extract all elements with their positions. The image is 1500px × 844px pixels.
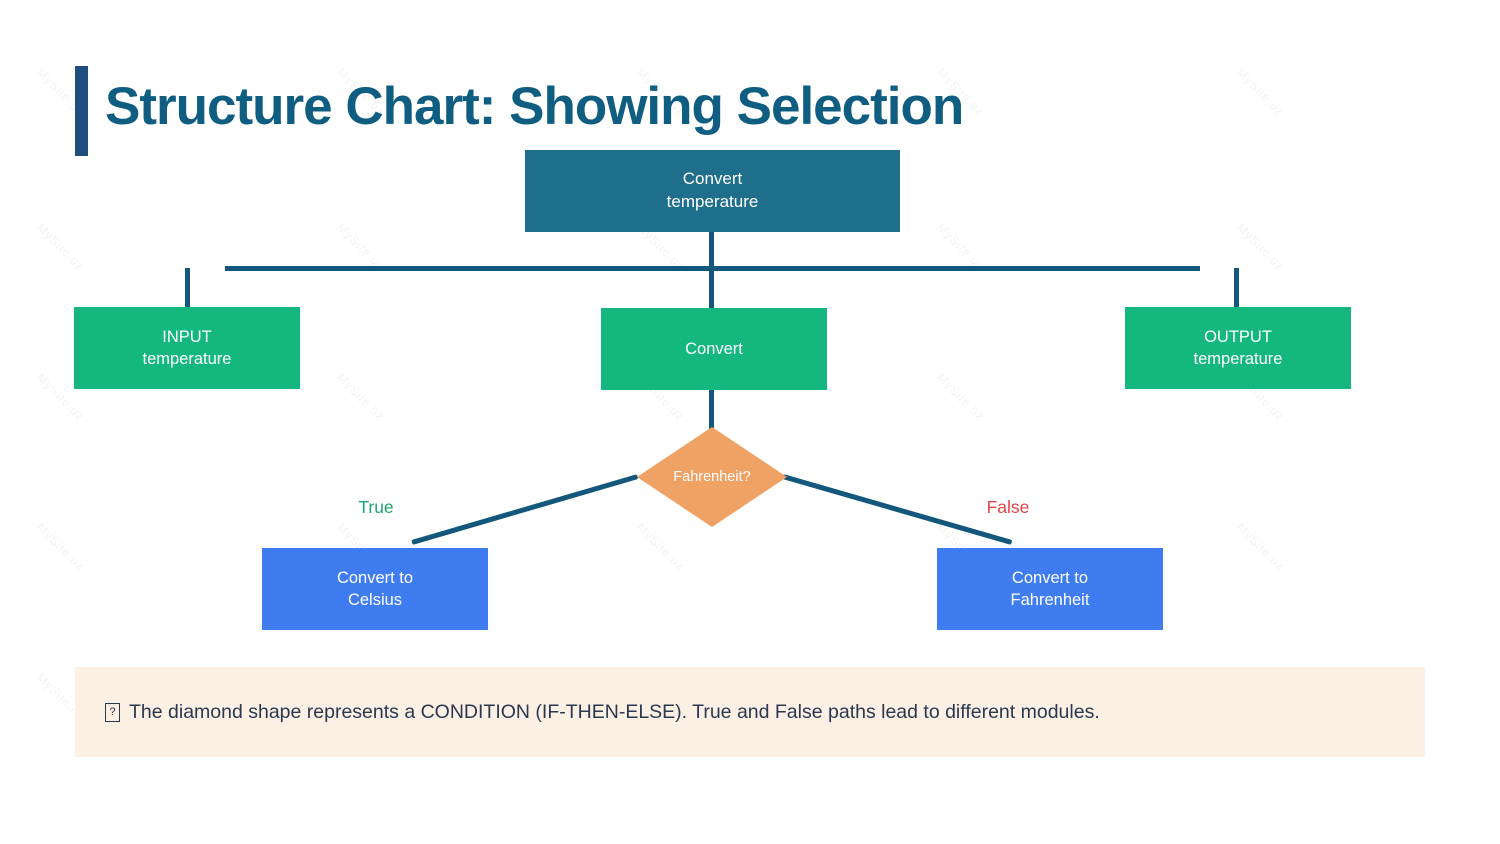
connector-root-down bbox=[709, 231, 714, 268]
node-convert-to-celsius: Convert to Celsius bbox=[262, 548, 488, 630]
node-convert-temperature: Convert temperature bbox=[525, 150, 900, 232]
connector-convert-to-diamond bbox=[709, 390, 714, 430]
false-branch-label: False bbox=[986, 497, 1030, 517]
note-text: The diamond shape represents a CONDITION… bbox=[129, 700, 1100, 723]
watermark-text: MySite.uz bbox=[934, 370, 988, 424]
connector-true-branch bbox=[411, 474, 639, 545]
missing-glyph-icon: ? bbox=[105, 702, 120, 722]
watermark-text: MySite.uz bbox=[1234, 220, 1288, 274]
watermark-text: MySite.uz bbox=[34, 220, 88, 274]
node-input-temperature: INPUT temperature bbox=[74, 307, 300, 389]
connector-convert-stub bbox=[709, 268, 714, 309]
watermark-text: MySite.uz bbox=[634, 520, 688, 574]
note-box: ? The diamond shape represents a CONDITI… bbox=[75, 667, 1425, 757]
node-convert-to-fahrenheit: Convert to Fahrenheit bbox=[937, 548, 1163, 630]
page-title: Structure Chart: Showing Selection bbox=[105, 77, 964, 136]
watermark-text: MySite.uz bbox=[34, 520, 88, 574]
title-accent-bar bbox=[75, 66, 88, 156]
true-branch-label: True bbox=[358, 497, 394, 517]
condition-diamond-fahrenheit: Fahrenheit? bbox=[637, 427, 787, 527]
connector-input-stub bbox=[185, 268, 190, 308]
watermark-text: MySite.uz bbox=[334, 370, 388, 424]
watermark-text: MySite.uz bbox=[1234, 520, 1288, 574]
node-output-temperature: OUTPUT temperature bbox=[1125, 307, 1351, 389]
node-convert: Convert bbox=[601, 308, 827, 390]
connector-output-stub bbox=[1234, 268, 1239, 308]
